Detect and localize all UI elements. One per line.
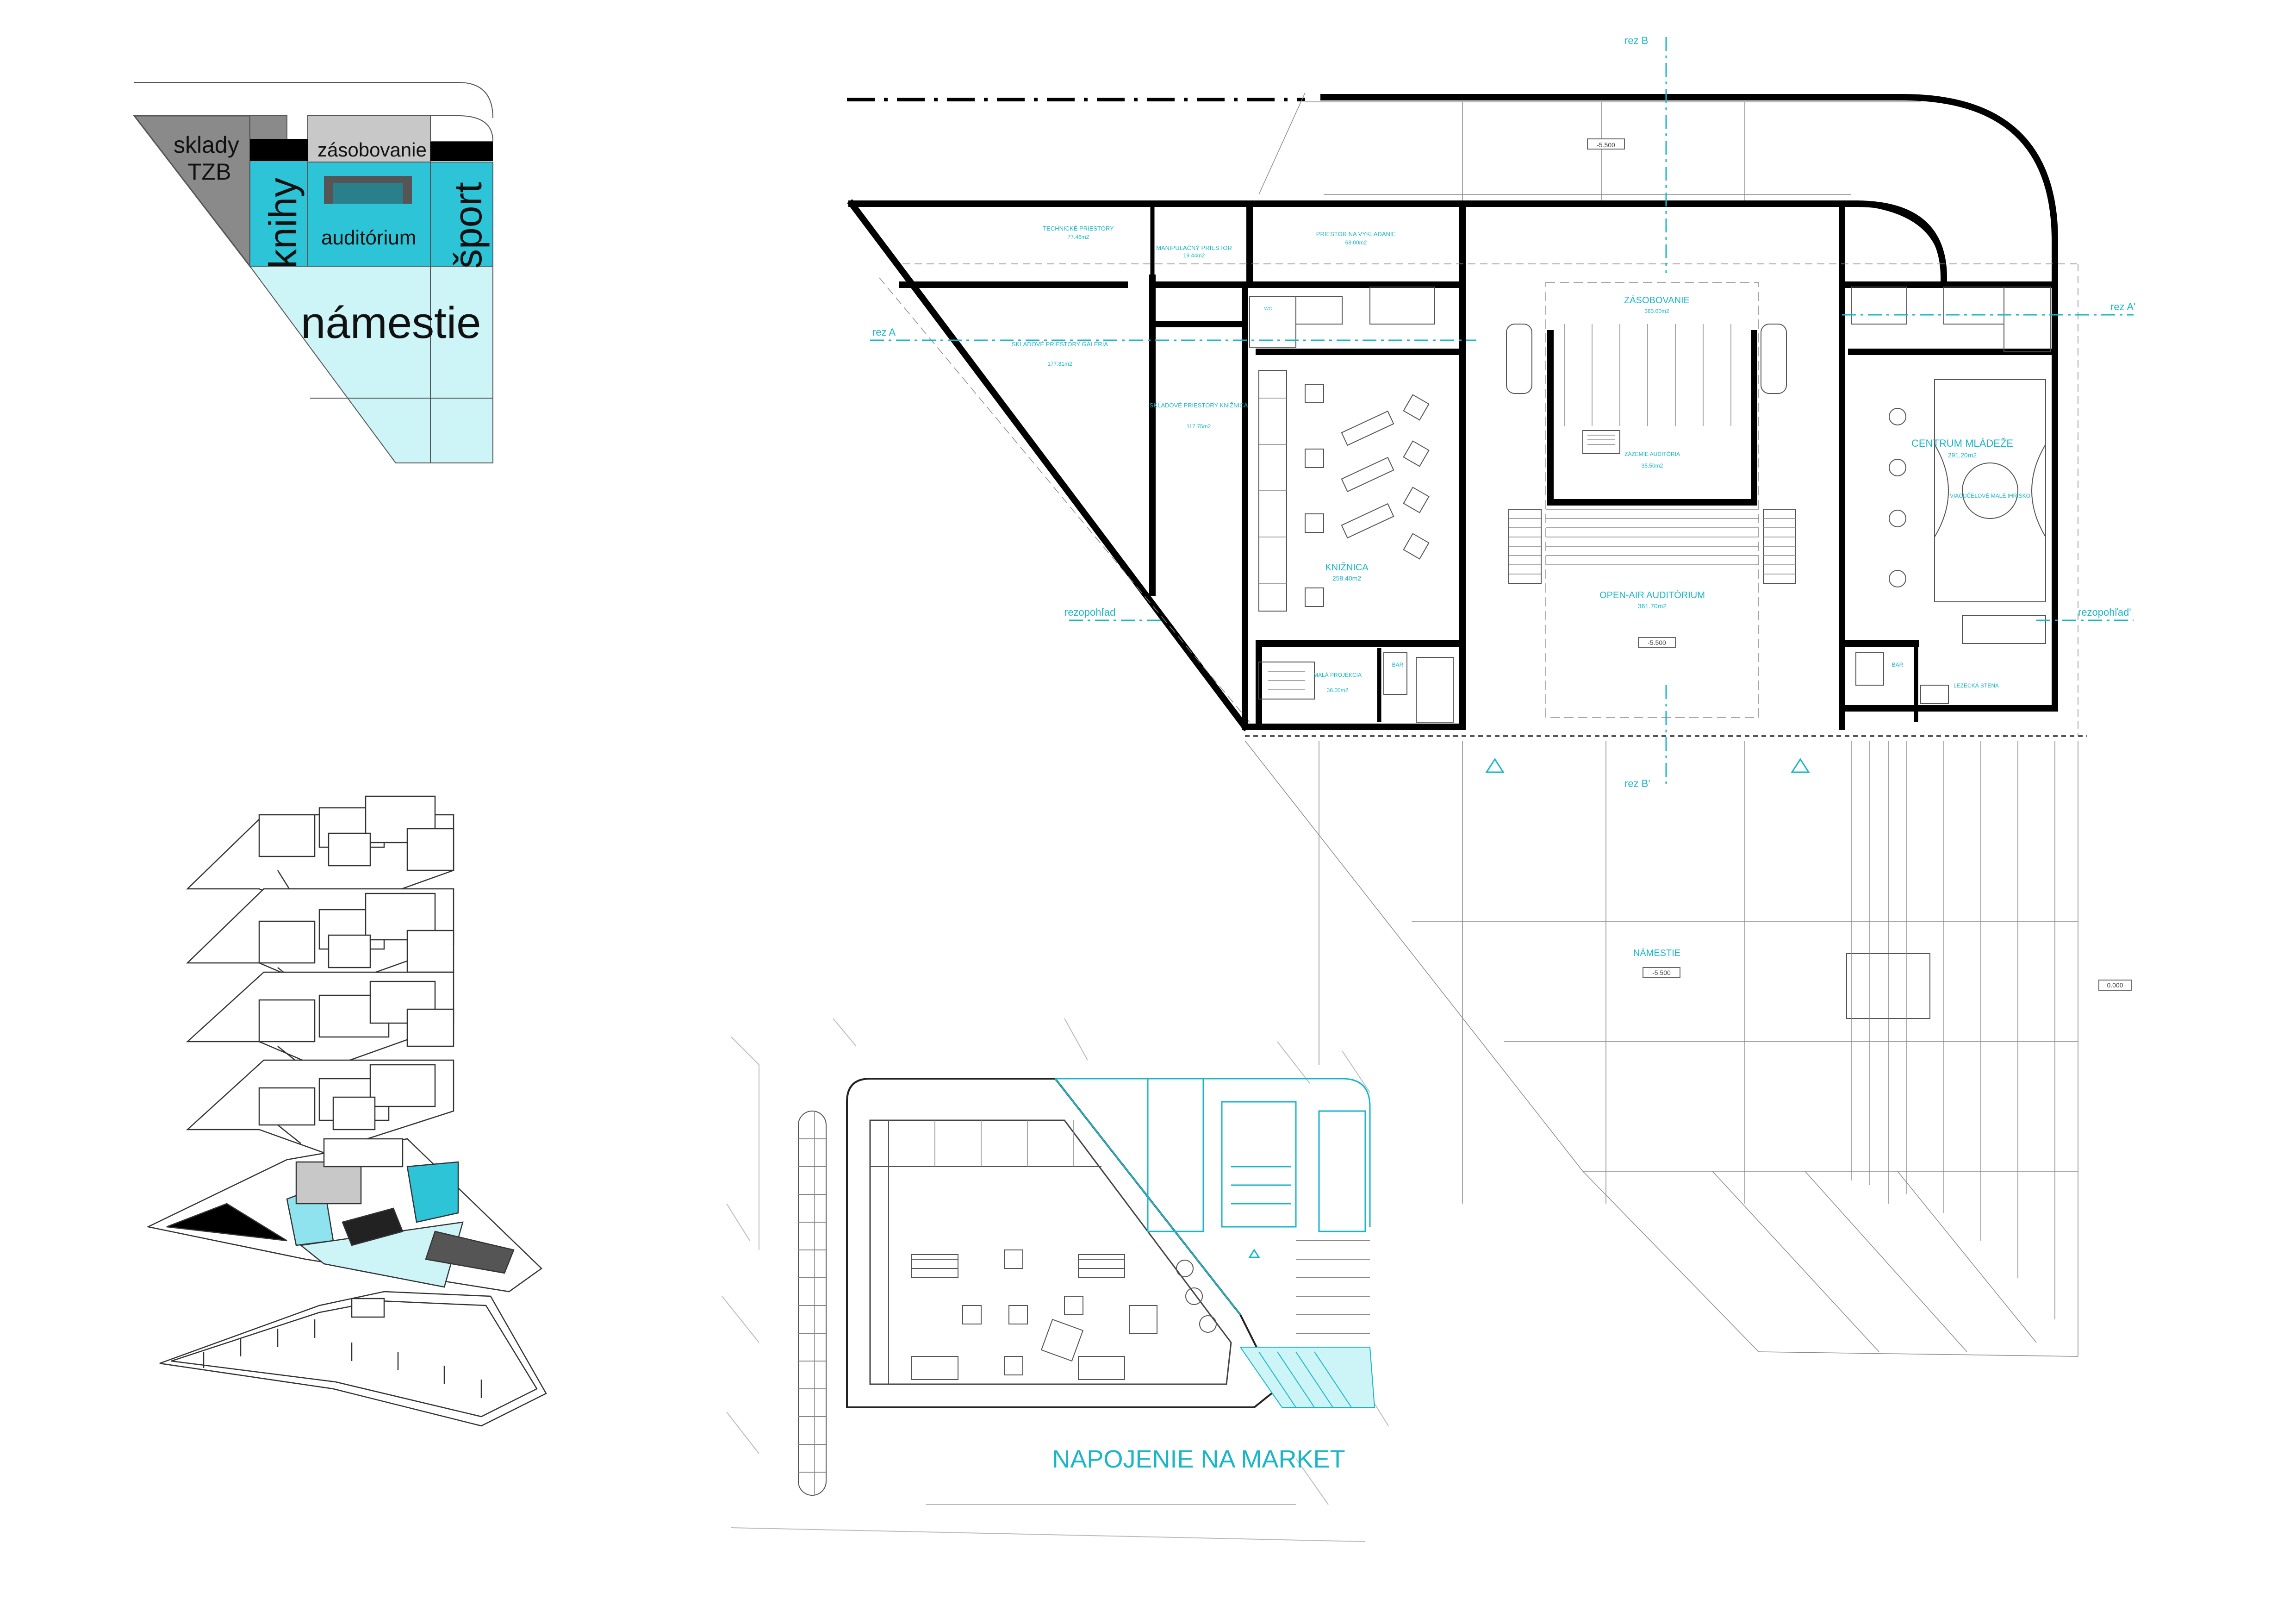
label-zasobovanie: ZÁSOBOVANIE xyxy=(1624,295,1690,306)
label-wc: WC xyxy=(1264,306,1272,312)
car-left xyxy=(1506,324,1532,394)
floor-plan: -5.500 xyxy=(847,37,2134,1357)
zasobovanie-area xyxy=(1545,282,1759,718)
axo-level-1 xyxy=(186,1059,454,1154)
label-open-air: OPEN-AIR AUDITÓRIUM xyxy=(1599,590,1705,600)
axo-basement xyxy=(159,1291,547,1427)
zone-label-tzb: TZB xyxy=(187,159,231,185)
section-labels: rez B rez B' rez A rez A' rezopohľad rez… xyxy=(872,35,2135,789)
svg-text:258.40m2: 258.40m2 xyxy=(1332,575,1361,582)
axo-level-3 xyxy=(186,888,454,992)
level-label-road: -5.500 xyxy=(1597,141,1615,149)
cyan-connection xyxy=(1054,1078,1371,1315)
youth-centre-furniture xyxy=(1855,379,2046,704)
car-right xyxy=(1761,324,1787,394)
curved-outer-wall xyxy=(1320,94,2058,286)
svg-text:77.46m2: 77.46m2 xyxy=(1068,234,1089,240)
level-label-terrain: 0.000 xyxy=(2107,981,2123,989)
label-galeria: SKLADOVÉ PRIESTORY GALÉRIA xyxy=(1012,341,1108,348)
site-plan: NAPOJENIE NA MARKET xyxy=(722,1018,1389,1542)
parking-strip xyxy=(798,1111,827,1496)
zone-label-zasobovanie: zásobovanie xyxy=(317,139,427,161)
diagonal-wall xyxy=(847,199,1250,731)
zone-sport xyxy=(430,162,493,267)
label-rezopohlad-left: rezopohľad xyxy=(1064,606,1115,618)
zone-label-sport: šport xyxy=(446,182,490,269)
label-viacucelove: VIACÚČELOVÉ MALÉ IHRISKO xyxy=(1950,492,2030,499)
zone-zasobovanie xyxy=(307,115,431,162)
label-technicke: TECHNICKÉ PRIESTORY xyxy=(1043,225,1114,232)
zoning-diagram: sklady TZB zásobovanie auditórium knihy … xyxy=(132,82,494,463)
svg-text:177.81m2: 177.81m2 xyxy=(1047,361,1072,367)
label-mala-projekcia: MALÁ PROJEKCIA xyxy=(1313,671,1362,678)
axo-level-2 xyxy=(186,971,454,1070)
zone-label-knihy: knihy xyxy=(261,178,305,269)
label-manipulacny: MANIPULAČNÝ PRIESTOR xyxy=(1156,244,1232,251)
svg-text:35.50m2: 35.50m2 xyxy=(1642,462,1663,469)
label-rez-b-bottom: rez B' xyxy=(1624,778,1650,789)
label-kniznica: KNIŽNICA xyxy=(1325,562,1369,573)
label-vykladanie: PRIESTOR NA VYKLADANIE xyxy=(1316,231,1396,237)
label-rezopohlad-right: rezopohľad' xyxy=(2078,606,2131,618)
zone-namestie xyxy=(249,266,493,463)
svg-text:117.75m2: 117.75m2 xyxy=(1187,423,1211,430)
site-plan-title: NAPOJENIE NA MARKET xyxy=(1052,1445,1345,1473)
level-label-namestie: -5.500 xyxy=(1652,969,1671,976)
svg-text:36.00m2: 36.00m2 xyxy=(1327,687,1349,693)
label-bar-2: BAR xyxy=(1892,662,1904,668)
svg-text:19.44m2: 19.44m2 xyxy=(1183,252,1205,259)
sport-court xyxy=(1934,379,2046,602)
zone-label-namestie: námestie xyxy=(301,298,481,348)
svg-text:383.00m2: 383.00m2 xyxy=(1644,308,1669,314)
label-lezecka: LEZECKÁ STENA xyxy=(1954,682,1999,689)
section-markers xyxy=(870,37,2134,787)
label-namestie: NÁMESTIE xyxy=(1633,948,1680,958)
zoning-road-outline xyxy=(134,82,493,119)
label-rez-a-left: rez A xyxy=(872,326,896,338)
label-centrum: CENTRUM MLÁDEŽE xyxy=(1911,437,2013,449)
label-bar-1: BAR xyxy=(1392,662,1404,668)
svg-text:291.20m2: 291.20m2 xyxy=(1948,451,1977,459)
label-zazemie: ZÁZEMIE AUDITÓRIA xyxy=(1624,450,1680,457)
piazza: -5.500 0.000 -5.500 xyxy=(1244,637,2132,1357)
zone-label-sklady: sklady xyxy=(174,132,239,158)
level-label-auditorium: -5.500 xyxy=(1648,639,1666,646)
label-rez-b-top: rez B xyxy=(1624,35,1648,46)
service-rooms xyxy=(1249,287,2051,352)
plan-room-labels: TECHNICKÉ PRIESTORY 77.46m2 MANIPULAČNÝ … xyxy=(1012,225,2030,958)
zone-label-auditorium: auditórium xyxy=(321,226,416,249)
auditorium-seating xyxy=(1508,430,1796,584)
market-shelving xyxy=(911,1249,1157,1380)
label-rez-a-right: rez A' xyxy=(2110,301,2135,312)
exploded-axonometry xyxy=(146,795,547,1427)
library-furniture xyxy=(1258,370,1454,723)
svg-text:68.00m2: 68.00m2 xyxy=(1345,239,1367,246)
axo-level-0 xyxy=(146,1138,542,1293)
svg-text:361.70m2: 361.70m2 xyxy=(1638,602,1667,610)
label-kniznica-sklad: SKLADOVÉ PRIESTORY KNIŽNICA xyxy=(1150,402,1248,409)
